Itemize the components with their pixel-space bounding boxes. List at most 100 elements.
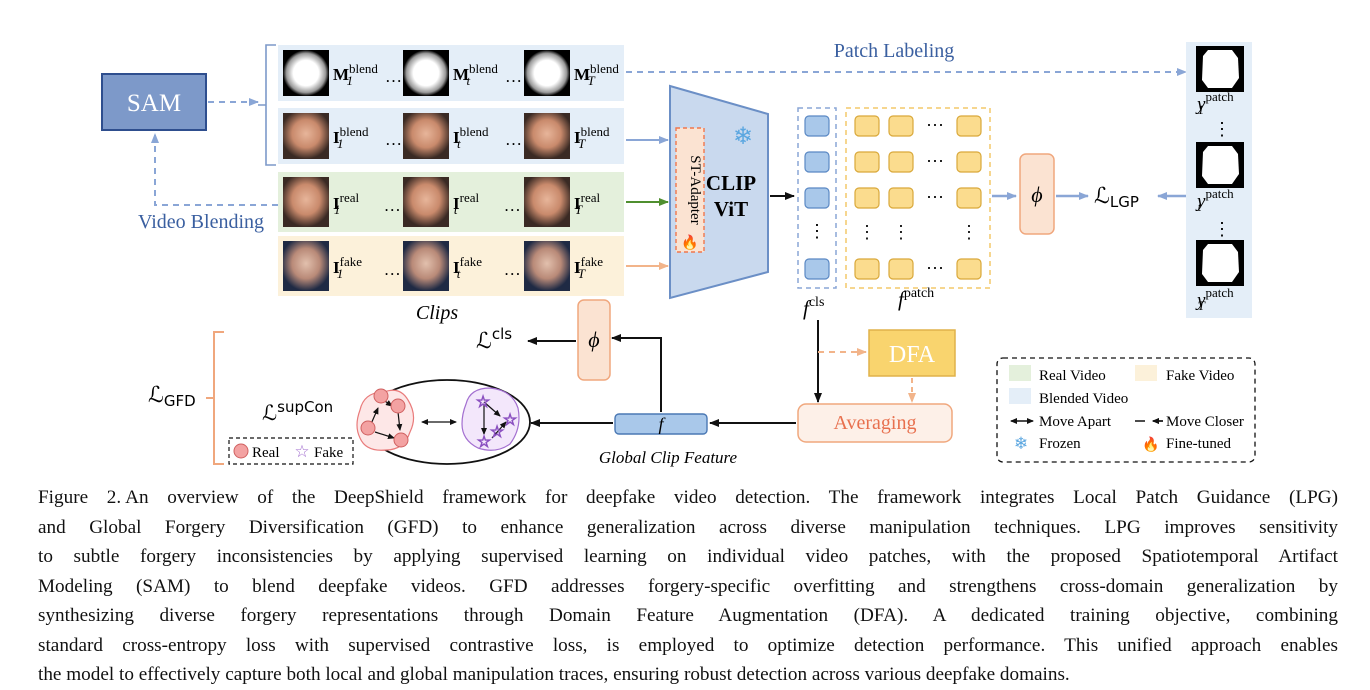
caption-line-1: Figure 2.An overview of the DeepShield f… (38, 483, 1338, 513)
row-ellipsis: … (385, 67, 402, 86)
dfa-box (868, 329, 956, 377)
phi-cls-label: ϕ (588, 327, 599, 352)
legend-blended-swatch (1009, 388, 1031, 404)
real-marker-icon (233, 443, 249, 459)
legend-fake-video: Fake Video (1166, 368, 1234, 384)
video-blending-arrow (151, 133, 278, 206)
real-row-bg (278, 172, 624, 232)
st-adapter-label: ST-Adapter (687, 155, 703, 224)
fake-face-thumbnails (283, 241, 570, 291)
fine-tuned-icon: 🔥 (1142, 436, 1159, 453)
caption-line-7: the model to effectively capture both lo… (38, 664, 1070, 685)
snowflake-icon: ❄ (733, 124, 753, 150)
svg-text:☆: ☆ (476, 394, 490, 411)
svg-text:⋮: ⋮ (960, 222, 978, 242)
blend-face-thumbnails (283, 113, 570, 159)
averaging-box (797, 403, 953, 443)
row-ellipsis: … (504, 260, 521, 279)
phi-lgp-label: ϕ (1031, 182, 1042, 207)
svg-text:⋯: ⋯ (926, 258, 944, 278)
phi-lgp-box (1019, 153, 1055, 235)
mask-row-bg (278, 45, 624, 101)
svg-text:⋯: ⋯ (926, 115, 944, 135)
bracket (258, 44, 276, 166)
fake-marker-label: Fake (314, 445, 344, 461)
caption-line-4: Modeling (SAM) to blend deepfake videos.… (38, 575, 1338, 597)
caption-line-3: to subtle forgery inconsistencies by app… (38, 546, 1338, 567)
svg-text:⋮: ⋮ (1213, 119, 1231, 139)
gfd-bracket (206, 331, 224, 465)
row-ellipsis: … (504, 196, 521, 215)
legend-move-apart: Move Apart (1039, 414, 1112, 430)
real-marker-label: Real (252, 445, 280, 461)
mask-thumbnails (283, 50, 570, 96)
blend-row-bg (278, 108, 624, 164)
fake-marker-icon: ☆ (294, 442, 309, 461)
patch-labeling-label: Patch Labeling (834, 40, 955, 62)
cls-token-column: ⋮ (797, 107, 837, 289)
global-f-label: f (658, 414, 666, 434)
fire-icon: 🔥 (681, 234, 698, 251)
svg-text:⋮: ⋮ (1213, 219, 1231, 239)
svg-text:☆: ☆ (490, 424, 504, 441)
svg-text:☆: ☆ (503, 412, 517, 429)
row-ellipsis: … (385, 130, 402, 149)
caption-label: Figure 2. (38, 487, 122, 508)
global-f-box (614, 413, 708, 435)
real-face-thumbnails (283, 177, 570, 227)
caption-line-5: synthesizing diverse forgery representat… (38, 605, 1338, 626)
svg-text:⋯: ⋯ (926, 187, 944, 207)
y-patch-vdots: ⋮⋮ (1213, 119, 1231, 239)
row-ellipsis: … (505, 67, 522, 86)
svg-text:⋮: ⋮ (808, 221, 826, 241)
legend: Real Video Fake Video Blended Video Move… (996, 357, 1256, 463)
svg-text:⋯: ⋯ (926, 151, 944, 171)
sam-label: SAM (127, 90, 181, 117)
dfa-label: DFA (889, 342, 936, 368)
legend-frozen: Frozen (1039, 436, 1081, 452)
l-supcon-label: ℒsupCon (262, 398, 333, 425)
legend-real-swatch (1009, 365, 1031, 381)
f-cls-label: fcls (803, 295, 824, 320)
clips-label: Clips (416, 302, 458, 324)
fake-row-bg (278, 236, 624, 296)
svg-text:⋮: ⋮ (892, 222, 910, 242)
caption-line-6: standard cross-entropy loss with supervi… (38, 634, 1338, 656)
patch-token-grid: ⋯ ⋯ ⋯ ⋯ ⋮ ⋮ ⋮ (845, 107, 991, 289)
clip-vit-line1: CLIP (706, 171, 756, 195)
sam-block: SAM (101, 73, 207, 131)
legend-blended-video: Blended Video (1039, 391, 1128, 407)
svg-text:⋮: ⋮ (858, 222, 876, 242)
video-blending-label: Video Blending (138, 211, 264, 233)
clip-vit-block: ST-Adapter 🔥 ❄ CLIP ViT (669, 84, 769, 300)
legend-fine-tuned: Fine-tuned (1166, 436, 1231, 452)
frozen-icon: ❄ (1014, 434, 1028, 453)
l-cls-label: ℒcls (476, 325, 512, 353)
legend-fake-swatch (1135, 365, 1157, 381)
averaging-label: Averaging (834, 412, 917, 434)
caption-line-2: and Global Forgery Diversification (GFD)… (38, 516, 1338, 538)
row-ellipsis: … (384, 260, 401, 279)
svg-text:☆: ☆ (477, 434, 491, 451)
y-patch-masks (1196, 46, 1244, 286)
clip-vit-line2: ViT (714, 197, 748, 221)
legend-real-video: Real Video (1039, 368, 1106, 384)
legend-move-closer: Move Closer (1166, 414, 1244, 430)
